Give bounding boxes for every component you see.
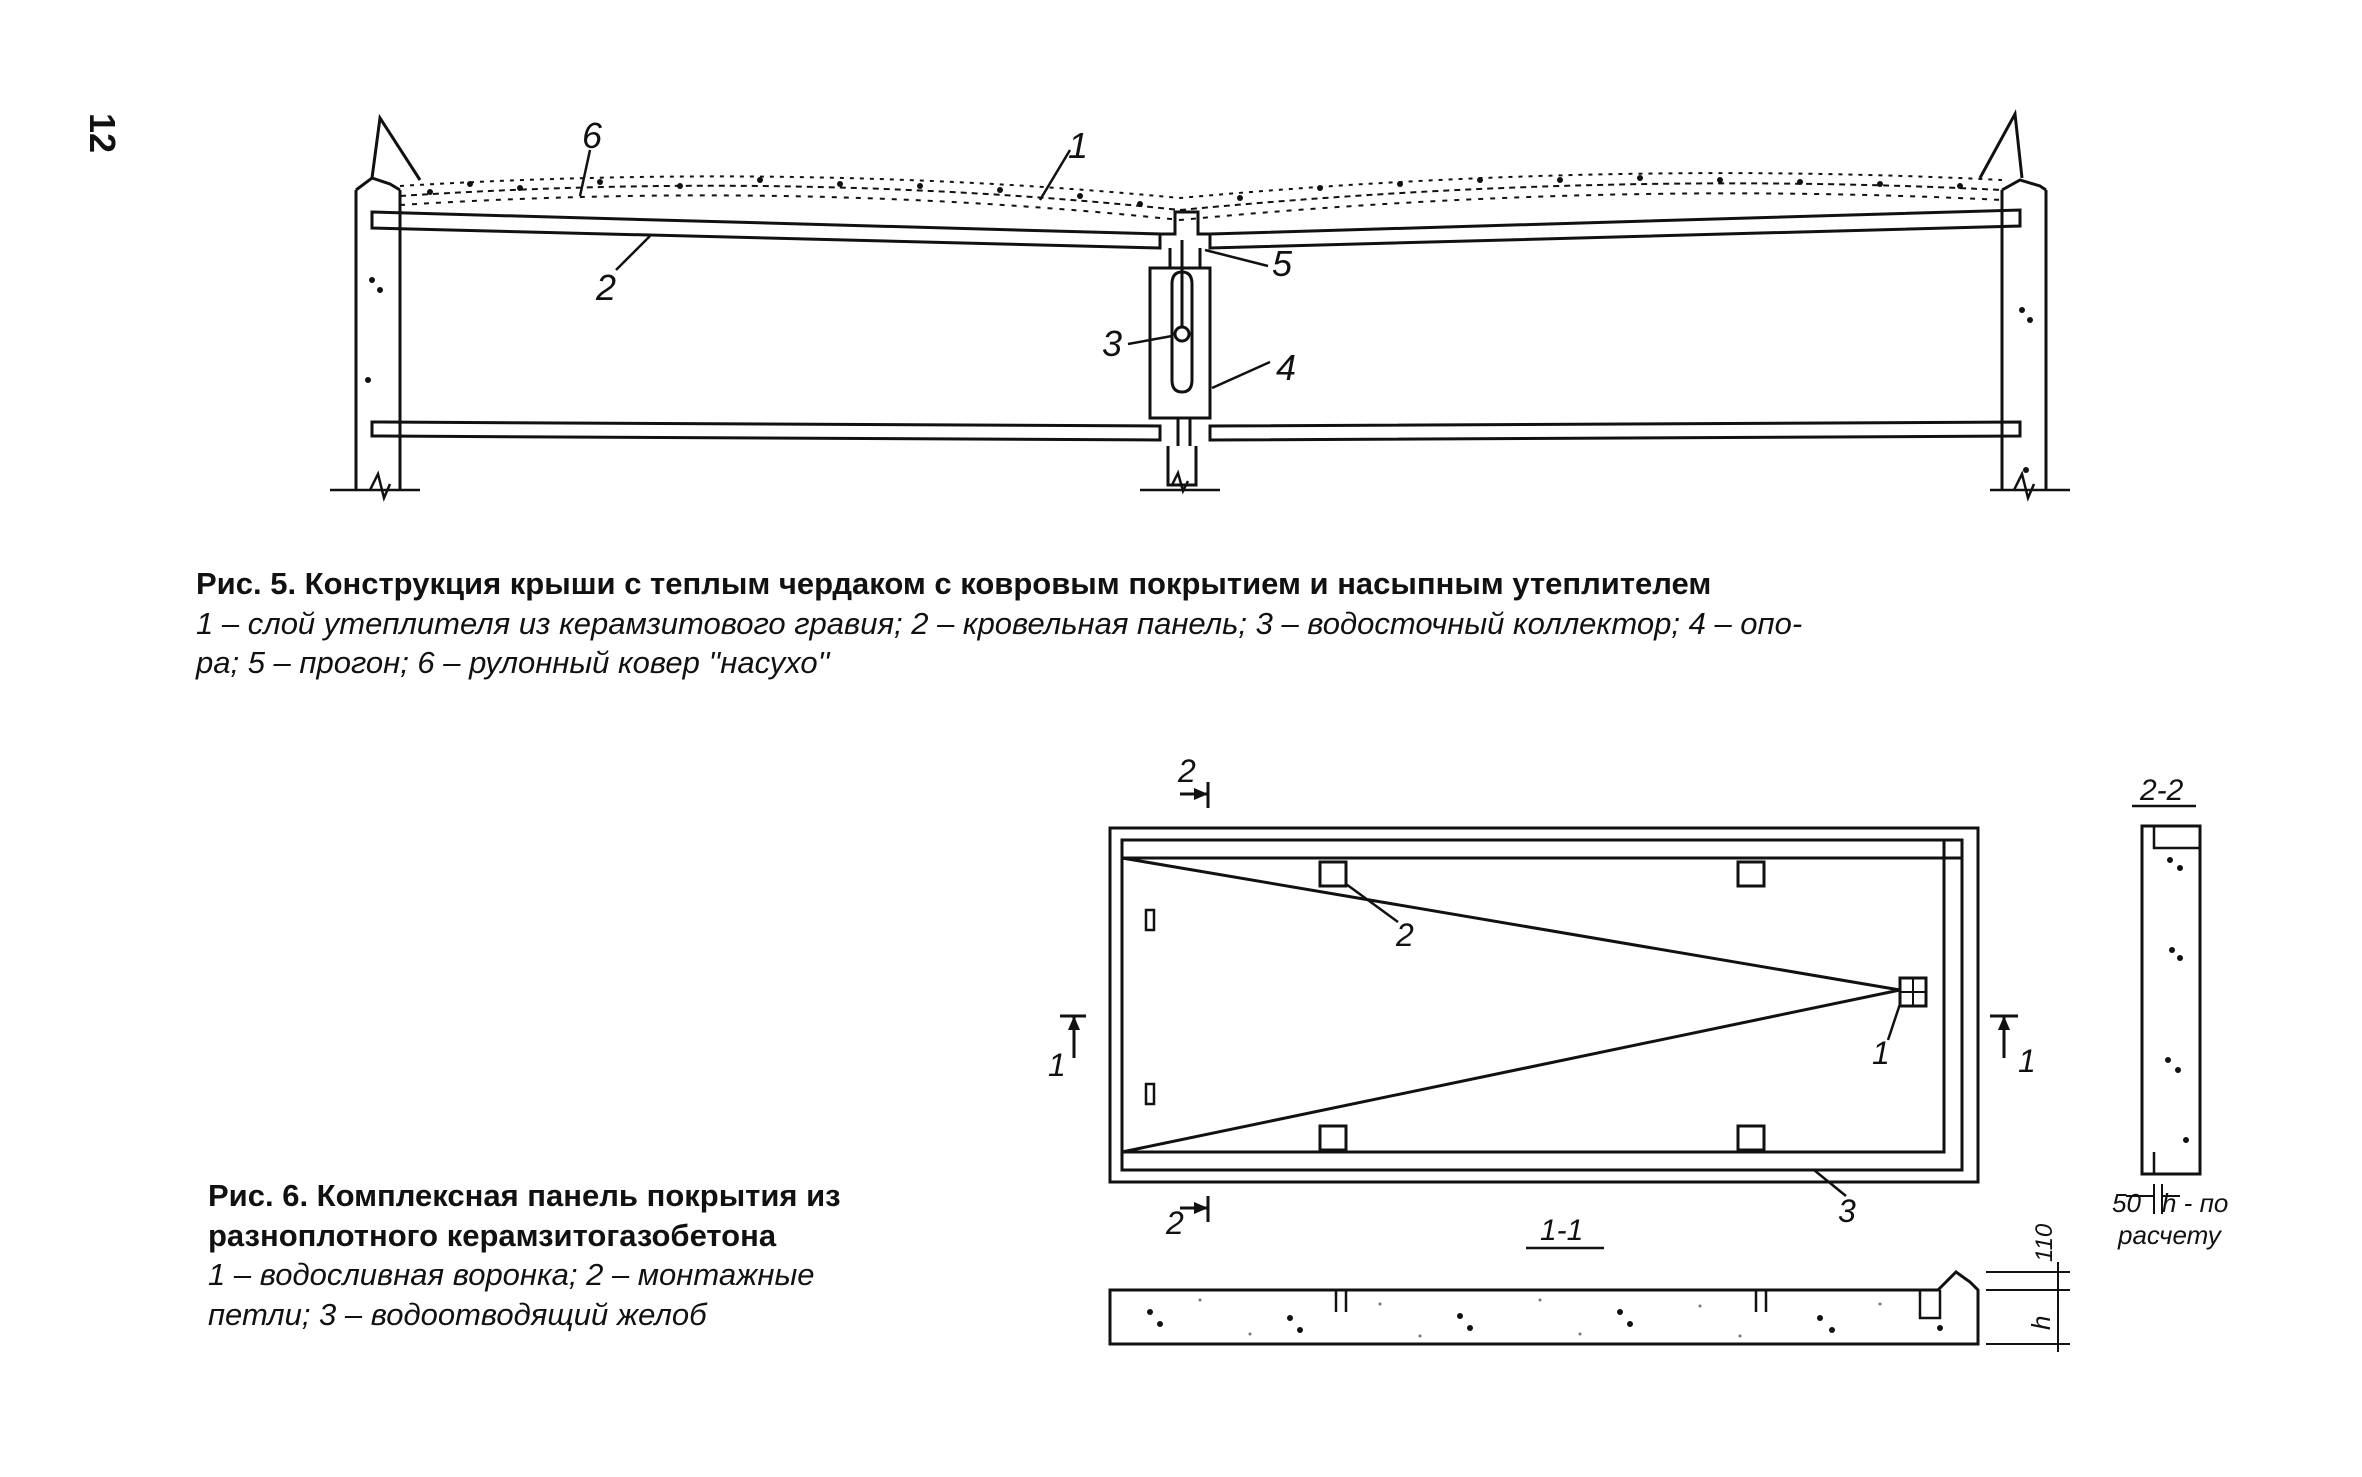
label-section-1-right: 1 <box>2018 1043 2036 1079</box>
left-parapet <box>370 113 422 181</box>
section-1-1 <box>1108 1270 1980 1346</box>
figure-6-legend-line-1: 1 – водосливная воронка; 2 – монтажные <box>208 1257 815 1293</box>
mounting-loop-2 <box>1736 860 1766 888</box>
mounting-loop-3 <box>1318 1124 1348 1152</box>
section-2-2 <box>2140 824 2202 1176</box>
right-parapet <box>1978 109 2024 179</box>
label-section-2-top: 2 <box>1177 753 1196 789</box>
label-dim-110: 110 <box>2031 1223 2058 1262</box>
figure-6-title-line-1: Рис. 6. Комплексная панель покрытия из <box>208 1178 841 1213</box>
panel-plan-inner <box>1120 838 1964 1172</box>
label-dim-h: h <box>2026 1316 2056 1330</box>
figure-5-roof-drawing: 1 2 3 4 5 6 <box>330 109 2070 502</box>
label-2: 2 <box>595 267 616 308</box>
figure-5-legend-line-1: 1 – слой утеплителя из керамзитового гра… <box>196 605 1803 641</box>
label-gutter: 3 <box>1838 1193 1856 1229</box>
figure-5-caption: Рис. 5. Конструкция крыши с теплым черда… <box>196 564 2296 683</box>
label-loops: 2 <box>1395 917 1414 953</box>
figure-6-caption: Рис. 6. Комплексная панель покрытия из р… <box>208 1176 1028 1335</box>
panel-plan-outer <box>1108 826 1980 1184</box>
slope-lines <box>1121 856 1901 1154</box>
label-dim-h-po: h - по <box>2162 1188 2228 1218</box>
label-5: 5 <box>1272 243 1293 284</box>
label-section-1-1: 1-1 <box>1540 1214 1583 1247</box>
figure-5-legend-line-2: ра; 5 – прогон; 6 – рулонный ковер ''нас… <box>196 645 830 681</box>
label-4: 4 <box>1276 347 1296 388</box>
roof-panel-left <box>370 210 1162 250</box>
label-1: 1 <box>1068 125 1088 166</box>
label-section-1-left: 1 <box>1048 1047 1066 1083</box>
ceiling-slab-right <box>1208 420 2022 442</box>
figure-6-panel-drawing: 2 2 1 1 1 2 3 1-1 2-2 50 h - по расчету … <box>1048 753 2228 1352</box>
label-6: 6 <box>582 115 603 156</box>
label-section-2-2: 2-2 <box>2139 774 2184 807</box>
mounting-loop-4 <box>1736 1124 1766 1152</box>
drain-collector <box>1170 270 1194 394</box>
mounting-loop-1 <box>1318 860 1348 888</box>
label-dim-raschetu: расчету <box>2117 1220 2223 1250</box>
right-wall <box>2000 190 2048 490</box>
label-3: 3 <box>1102 323 1122 364</box>
left-wall <box>354 190 402 490</box>
label-dim-50: 50 <box>2112 1188 2141 1218</box>
purlin <box>1160 210 1210 236</box>
support <box>1148 266 1212 420</box>
figure-6-legend-line-2: петли; 3 – водоотводящий желоб <box>208 1297 707 1333</box>
label-section-2-bottom: 2 <box>1165 1205 1184 1241</box>
figure-6-title-line-2: разноплотного керамзитогазобетона <box>208 1217 777 1253</box>
roof-panel-right <box>1208 208 2022 250</box>
label-funnel: 1 <box>1872 1035 1890 1071</box>
figure-5-title: Рис. 5. Конструкция крыши с теплым черда… <box>196 566 1712 601</box>
ceiling-slab-left <box>370 420 1162 442</box>
